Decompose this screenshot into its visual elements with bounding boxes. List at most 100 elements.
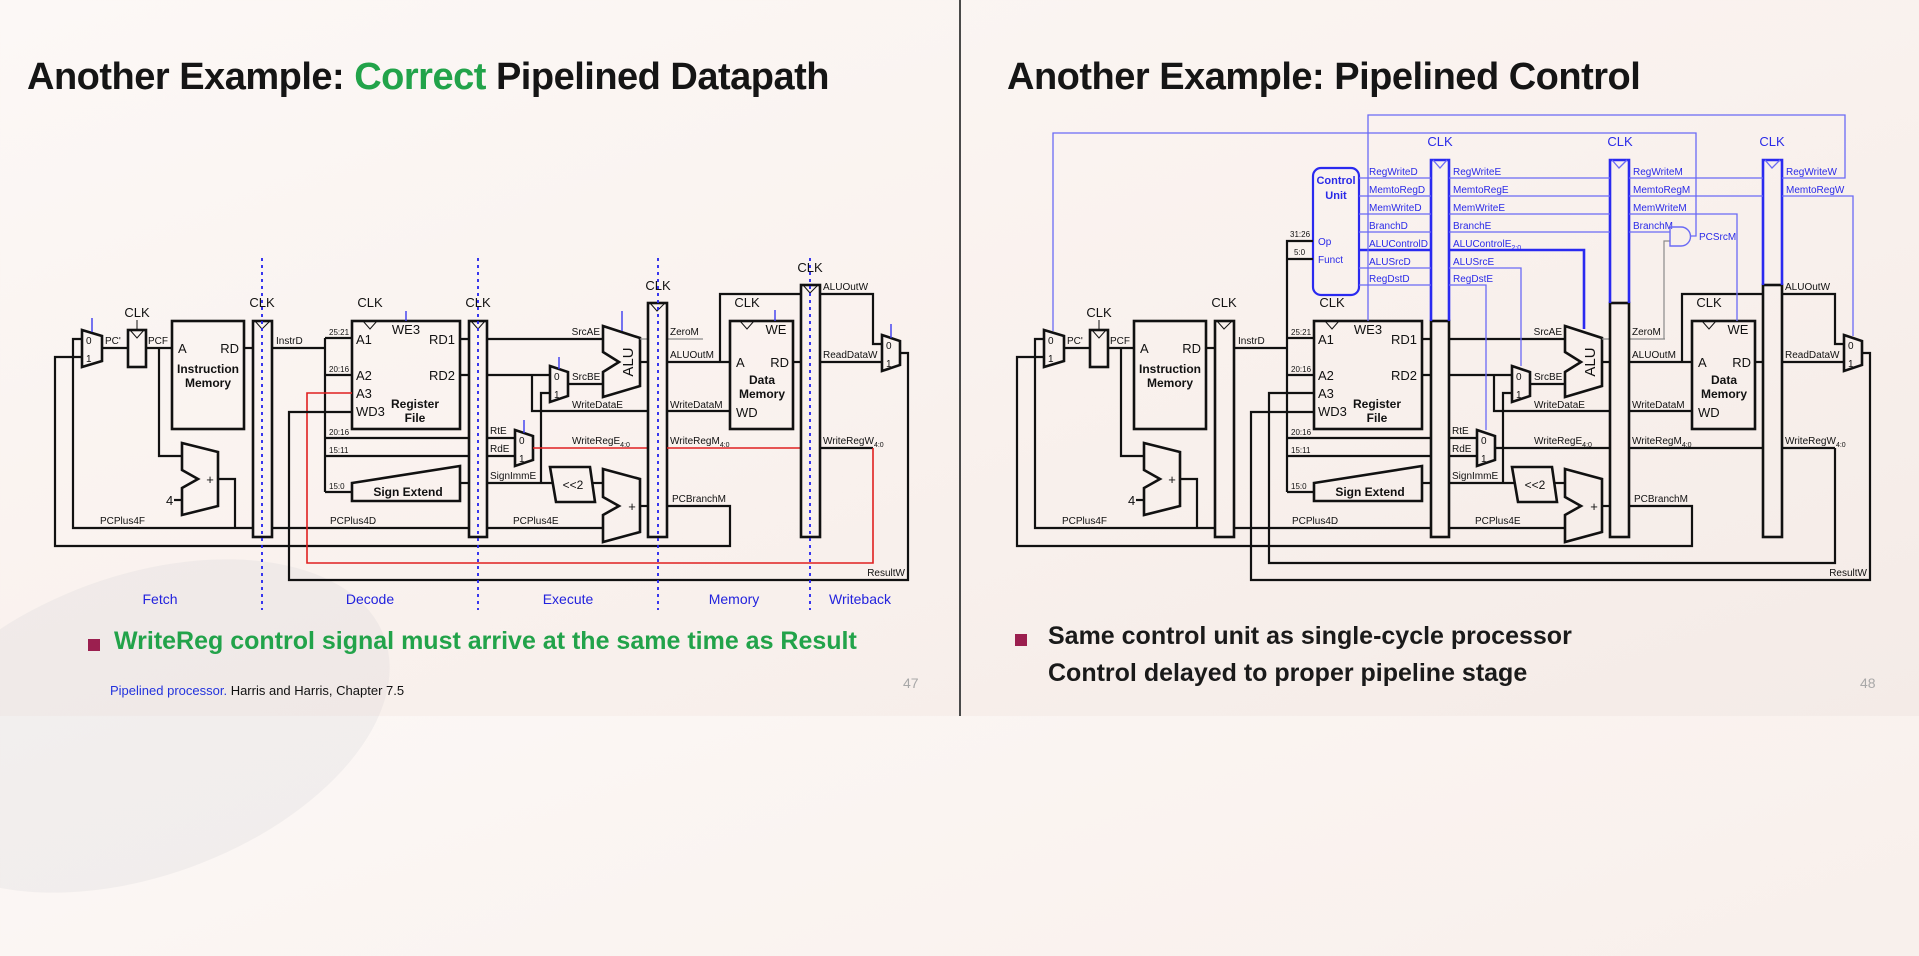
- wire-aluoutw: [820, 292, 882, 346]
- label-pcplus4e: PCPlus4E: [1475, 516, 1521, 527]
- label-resultw: ResultW: [1829, 568, 1867, 579]
- port-a1: A1: [1318, 332, 1334, 347]
- plus-sign: +: [206, 472, 214, 487]
- bits-label: 25:21: [329, 328, 350, 337]
- footer-citation: Pipelined processor. Harris and Harris, …: [110, 683, 404, 698]
- bits-label: 15:0: [329, 482, 345, 491]
- signal-regdstd: RegDstD: [1369, 274, 1410, 285]
- signal-regwritem: RegWriteM: [1633, 167, 1683, 178]
- data-memory: [1690, 319, 1757, 431]
- mux-input-0: 0: [519, 436, 525, 447]
- data-memory: [728, 319, 795, 431]
- stage-label-memory: Memory: [709, 591, 760, 607]
- port-we: WE: [1728, 322, 1749, 337]
- label-zerom: ZeroM: [670, 327, 699, 338]
- port-rd2: RD2: [429, 368, 455, 383]
- wire-aluoutw: [1782, 292, 1844, 346]
- bullet-marker: [1015, 634, 1027, 646]
- clock-icon: [739, 320, 755, 330]
- stage-label-writeback: Writeback: [829, 591, 892, 607]
- label-writeregw: WriteRegW4:0: [1785, 436, 1846, 449]
- clock-icon: [1611, 159, 1628, 169]
- label-clk: CLK: [1607, 134, 1633, 149]
- clock-icon: [1701, 320, 1717, 330]
- rf-title: Register: [391, 397, 439, 411]
- mux-input-0: 0: [1048, 336, 1054, 347]
- imem-title: Memory: [1147, 376, 1193, 390]
- port-a: A: [1698, 355, 1707, 370]
- shift-label: <<2: [563, 478, 584, 492]
- alu-label: ALU: [620, 347, 637, 376]
- signal-branchd: BranchD: [1369, 221, 1408, 232]
- label-clk: CLK: [1211, 295, 1237, 310]
- pcplus4-adder: [180, 441, 220, 517]
- regdst-mux: [513, 428, 535, 468]
- shift-label: <<2: [1525, 478, 1546, 492]
- pipeline-register-fd: [1213, 319, 1236, 539]
- port-rd: RD: [220, 341, 239, 356]
- alu: [1563, 324, 1604, 399]
- clock-icon: [1764, 159, 1781, 169]
- label-writedatae: WriteDataE: [572, 400, 623, 411]
- label-srcbe: SrcBE: [1534, 372, 1563, 383]
- control-unit-title: Unit: [1325, 190, 1347, 202]
- signal-memtoregw: MemtoRegW: [1786, 185, 1845, 196]
- footer-link[interactable]: Pipelined processor.: [110, 683, 228, 698]
- port-funct: Funct: [1318, 255, 1343, 266]
- wire-pcbranch-loop: [53, 355, 732, 548]
- mux-input-1: 1: [1481, 454, 1487, 465]
- rf-title: Register: [1353, 397, 1401, 411]
- signal-regwritee: RegWriteE: [1453, 167, 1501, 178]
- branch-adder: [1563, 467, 1604, 544]
- signal-regwritew: RegWriteW: [1786, 167, 1837, 178]
- mux-input-1: 1: [86, 354, 92, 365]
- label-clk: CLK: [1696, 295, 1722, 310]
- wire-control-e: [1449, 177, 1610, 430]
- rf-title: File: [1367, 411, 1388, 425]
- label-writeregm: WriteRegM4:0: [670, 436, 730, 449]
- signal-memwrited: MemWriteD: [1369, 203, 1422, 214]
- label-pcbranchm: PCBranchM: [1634, 494, 1688, 505]
- imem-title: Instruction: [1139, 362, 1201, 376]
- signal-pcsrcm: PCSrcM: [1699, 232, 1736, 243]
- wire-pcbranch-loop: [1015, 355, 1694, 548]
- label-clk: CLK: [1086, 305, 1112, 320]
- pc-mux: [80, 328, 104, 369]
- clock-icon: [1324, 320, 1340, 330]
- bullet-text: WriteReg control signal must arrive at t…: [114, 627, 857, 655]
- dmem-title: Memory: [739, 387, 785, 401]
- mux-input-1: 1: [1516, 390, 1522, 401]
- constant-four: 4: [166, 493, 173, 508]
- mux-input-1: 1: [886, 359, 892, 370]
- imem-title: Memory: [185, 376, 231, 390]
- signal-regdste: RegDstE: [1453, 274, 1493, 285]
- alu-label: ALU: [1582, 347, 1599, 376]
- label-writeregm: WriteRegM4:0: [1632, 436, 1692, 449]
- label-writedatae: WriteDataE: [1534, 400, 1585, 411]
- signal-alusrce: ALUSrcE: [1453, 257, 1494, 268]
- mux-input-1: 1: [1848, 359, 1854, 370]
- wire-adder-out: [1180, 477, 1199, 528]
- slide-48: Another Example: Pipelined Control Same …: [961, 0, 1919, 716]
- port-a3: A3: [1318, 386, 1334, 401]
- wire-rd: [460, 337, 469, 377]
- pipeline-register-mw: CLK: [1759, 134, 1785, 539]
- label-rde: RdE: [490, 444, 510, 455]
- signal-memwritem: MemWriteM: [1633, 203, 1687, 214]
- label-pcbranchm: PCBranchM: [672, 494, 726, 505]
- bits-label: 20:16: [329, 365, 350, 374]
- bits-label: 20:16: [1291, 365, 1312, 374]
- pipelined-datapath: 0 1 PC' CLK PCF A RD Instruction Memory …: [1015, 282, 1872, 582]
- bits-label: 20:16: [1291, 428, 1312, 437]
- plus-sign: +: [628, 499, 636, 514]
- wire-writeregw-loop: [1267, 391, 1837, 565]
- label-instrd: InstrD: [1238, 336, 1265, 347]
- title-text: Another Example:: [27, 56, 355, 98]
- signal-memtorege: MemtoRegE: [1453, 185, 1509, 196]
- mux-input-0: 0: [1516, 372, 1522, 383]
- pc-register: [126, 328, 148, 369]
- dmem-title: Data: [1711, 373, 1737, 387]
- port-wd: WD: [1698, 405, 1720, 420]
- label-clk: CLK: [1427, 134, 1453, 149]
- wire-control-d: [1359, 177, 1431, 286]
